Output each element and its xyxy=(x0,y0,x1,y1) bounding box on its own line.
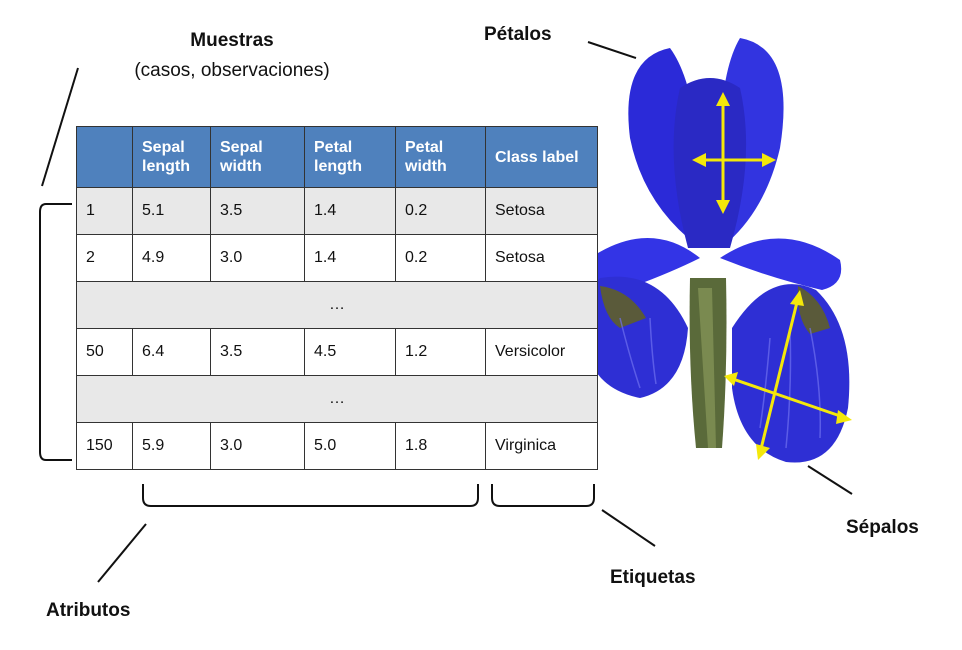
header-cell-index xyxy=(76,126,133,188)
table-cell: 5.1 xyxy=(132,187,211,235)
header-cell-petal-length: Petal length xyxy=(304,126,396,188)
table-cell: 1.4 xyxy=(304,187,396,235)
table-cell: 1 xyxy=(76,187,133,235)
samples-label: Muestras xyxy=(190,30,274,51)
ellipsis-cell: … xyxy=(76,375,598,423)
table-cell: Virginica xyxy=(485,422,598,470)
table-cell: Setosa xyxy=(485,234,598,282)
table-header-row: Sepal length Sepal width Petal length Pe… xyxy=(76,126,598,188)
table-row: 1 5.1 3.5 1.4 0.2 Setosa xyxy=(76,187,598,235)
table-cell: 2 xyxy=(76,234,133,282)
table-cell: 3.0 xyxy=(210,234,305,282)
table-row: 2 4.9 3.0 1.4 0.2 Setosa xyxy=(76,234,598,282)
iris-data-table: Sepal length Sepal width Petal length Pe… xyxy=(76,126,598,470)
table-cell: 4.9 xyxy=(132,234,211,282)
iris-flower-illustration xyxy=(583,38,852,463)
table-cell: 3.0 xyxy=(210,422,305,470)
table-cell: 3.5 xyxy=(210,328,305,376)
table-cell: Setosa xyxy=(485,187,598,235)
table-cell: 5.9 xyxy=(132,422,211,470)
table-cell: 6.4 xyxy=(132,328,211,376)
petals-label: Pétalos xyxy=(484,24,552,45)
table-cell: Versicolor xyxy=(485,328,598,376)
labels-label: Etiquetas xyxy=(610,567,696,588)
header-cell-sepal-width: Sepal width xyxy=(210,126,305,188)
table-cell: 1.2 xyxy=(395,328,486,376)
header-cell-class-label: Class label xyxy=(485,126,598,188)
header-cell-petal-width: Petal width xyxy=(395,126,486,188)
table-cell: 3.5 xyxy=(210,187,305,235)
samples-sublabel: (casos, observaciones) xyxy=(134,60,330,81)
header-cell-sepal-length: Sepal length xyxy=(132,126,211,188)
table-row: 150 5.9 3.0 5.0 1.8 Virginica xyxy=(76,422,598,470)
table-cell: 4.5 xyxy=(304,328,396,376)
table-cell: 1.4 xyxy=(304,234,396,282)
ellipsis-cell: … xyxy=(76,281,598,329)
table-cell: 0.2 xyxy=(395,187,486,235)
attributes-label: Atributos xyxy=(46,600,131,621)
sepals-label: Sépalos xyxy=(846,517,919,538)
ellipsis-row: … xyxy=(76,375,598,423)
table-cell: 1.8 xyxy=(395,422,486,470)
table-cell: 5.0 xyxy=(304,422,396,470)
table-cell: 150 xyxy=(76,422,133,470)
table-cell: 50 xyxy=(76,328,133,376)
table-cell: 0.2 xyxy=(395,234,486,282)
ellipsis-row: … xyxy=(76,281,598,329)
table-row: 50 6.4 3.5 4.5 1.2 Versicolor xyxy=(76,328,598,376)
